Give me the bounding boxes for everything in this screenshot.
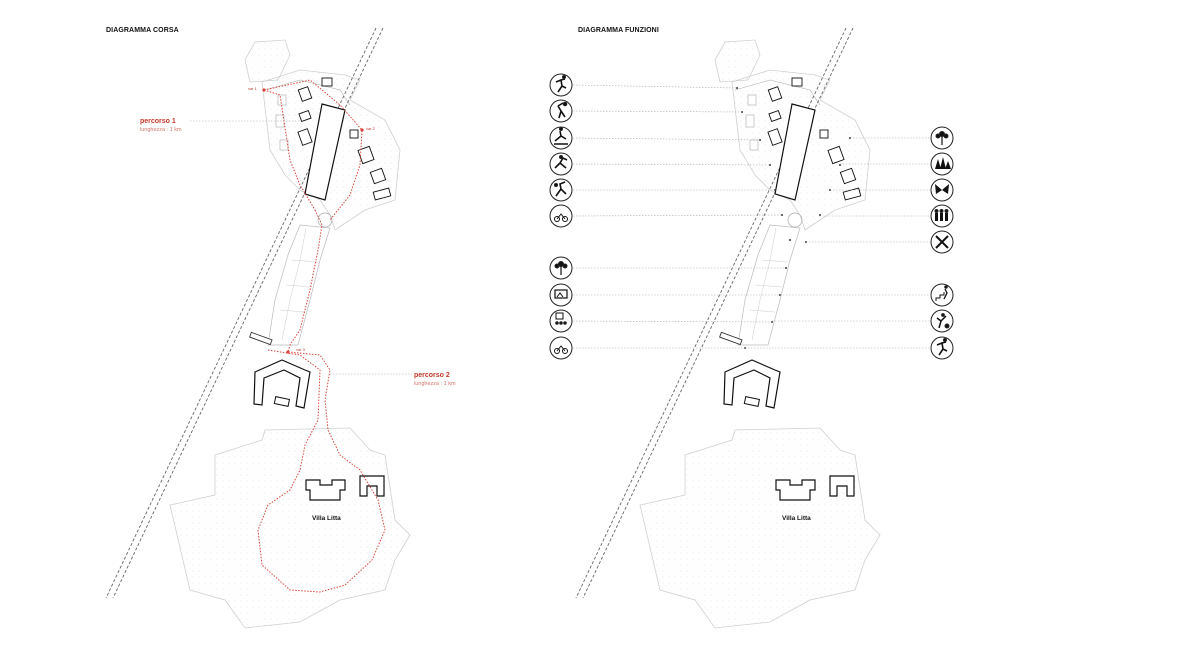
cyclist-icon [549,204,573,228]
function-icons-right [930,126,954,360]
exhibition-board-icon [549,283,573,307]
route-2-label: percorso 2 lunghezza : 1 km [414,372,456,388]
right-site-plan [575,27,881,629]
left-diagram-title: DIAGRAMMA CORSA [106,27,179,34]
route-paths [257,79,386,593]
tools-icon [930,230,954,254]
flower-icon [930,126,954,150]
gardener-icon [930,309,954,333]
function-leaders-left [572,84,786,349]
skateboarder-icon [549,126,573,150]
route-2-length: lunghezza : 1 km [414,381,456,387]
marker-var-1: var 1 [248,86,257,91]
marker-var-3: var 3 [296,347,305,352]
trees-icon [930,152,954,176]
runner-icon [549,73,573,97]
route-2-name: percorso 2 [414,372,450,379]
cyclist-icon [549,336,573,360]
function-icons-left [549,73,573,360]
marker-var-2: var 2 [366,126,375,131]
audience-icon [549,309,573,333]
right-villa-label: Villa Litta [782,515,811,522]
route-1-name: percorso 1 [140,118,176,125]
stairs-runner-icon [930,283,954,307]
people-group-icon [930,204,954,228]
function-leaders-right [745,137,930,349]
runner-icon [930,336,954,360]
climber-icon [549,152,573,176]
flower-icon [549,256,573,280]
soccer-player-icon [549,178,573,202]
route-1-length: lunghezza : 1 km [140,127,182,133]
left-villa-label: Villa Litta [312,515,341,522]
basketball-player-icon [549,99,573,123]
butterfly-icon [930,178,954,202]
right-diagram-title: DIAGRAMMA FUNZIONI [578,27,659,34]
route-1-label: percorso 1 lunghezza : 1 km [140,118,182,134]
